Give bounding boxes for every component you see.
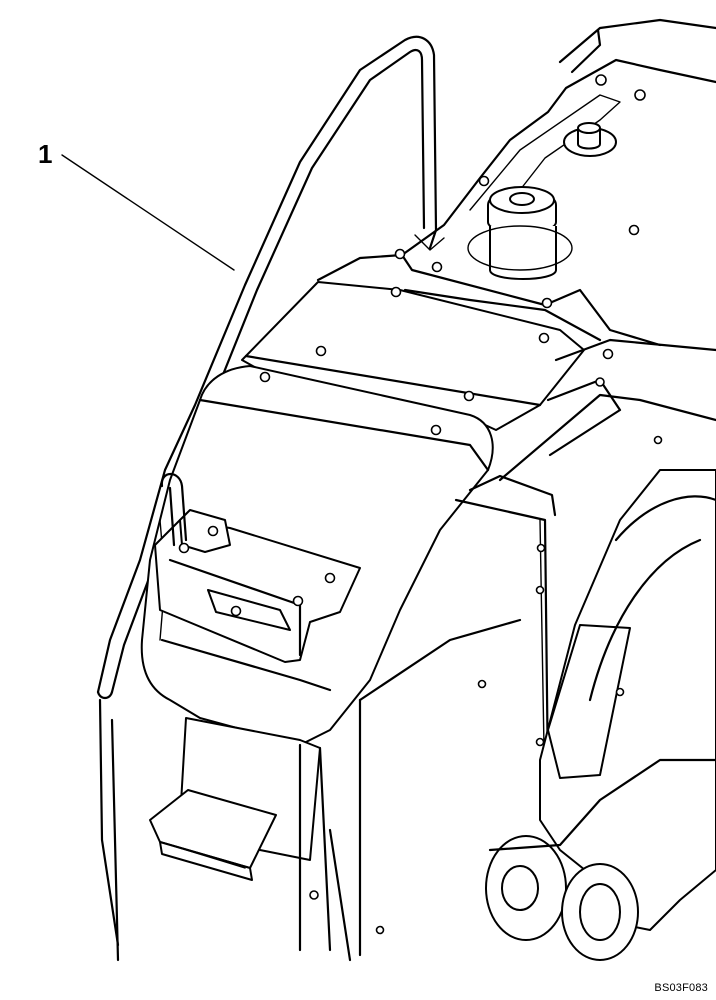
step-plate [149,789,277,881]
latch-bracket [154,472,361,663]
lift-arm [485,469,716,961]
figure-code: BS03F083 [654,982,708,994]
breather-cap [563,122,617,157]
bolts [178,74,663,935]
filler-cap [467,186,573,280]
callout-leader-line [61,154,235,271]
top-deck-plate [316,18,716,347]
callout-number: 1 [38,139,52,169]
callout-1: 1 [38,139,235,271]
